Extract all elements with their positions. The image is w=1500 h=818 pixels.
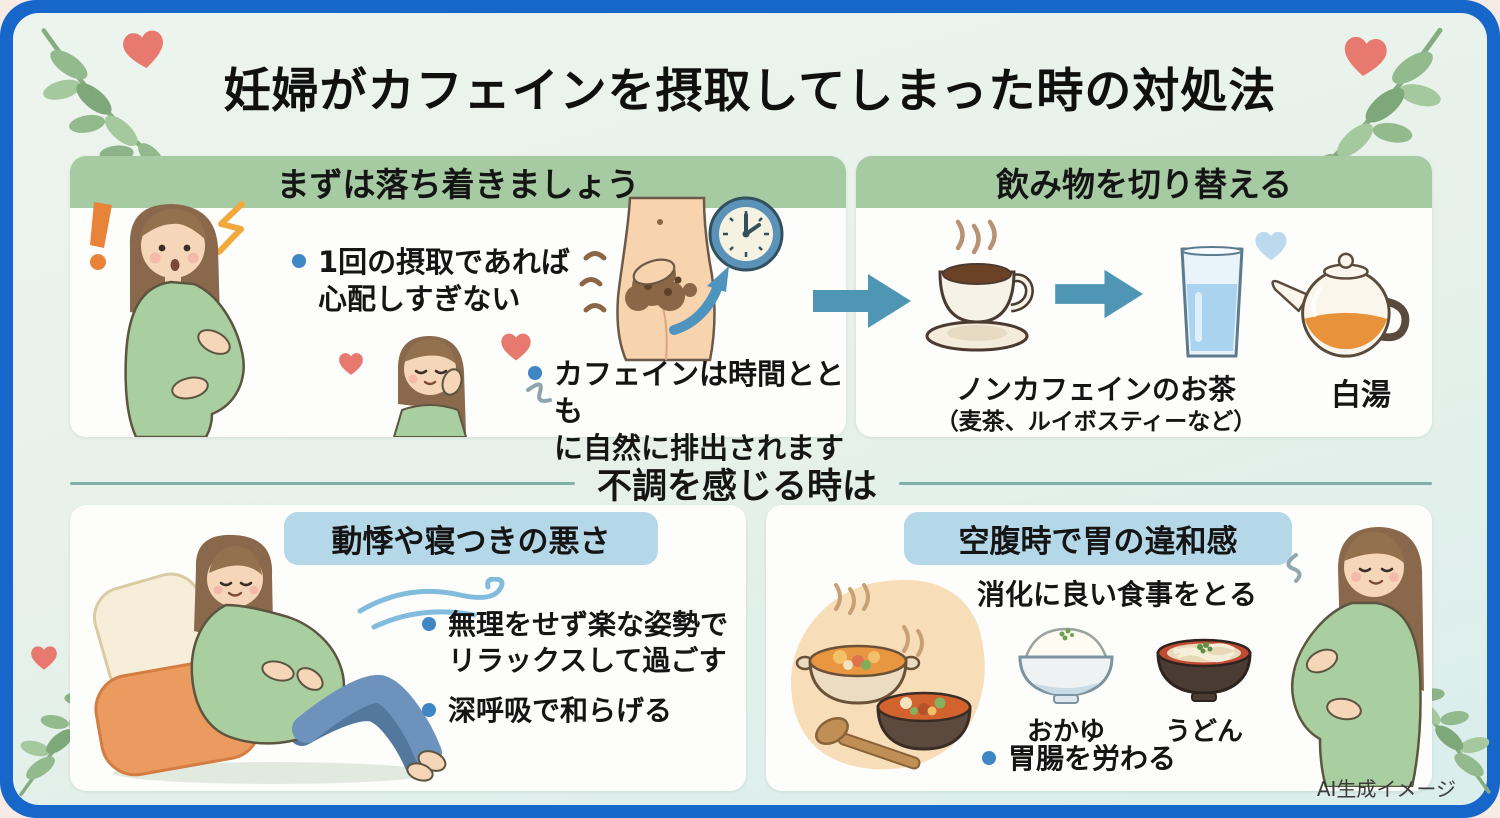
squiggle-icon xyxy=(579,251,607,313)
bullet-text: 深呼吸で和らげる xyxy=(448,694,673,727)
divider-line xyxy=(70,482,575,485)
hot-pot-meal-illustration xyxy=(791,579,985,770)
page-title: 妊婦がカフェインを摂取してしまった時の対処法 xyxy=(223,64,1277,119)
breath-puff-icon xyxy=(1286,553,1302,583)
bullet-dot-icon xyxy=(422,703,436,717)
hot-water-label: 白湯 xyxy=(1331,378,1391,413)
bullet-text: 無理をせず楽な姿勢で リラックスして過ごす xyxy=(448,608,729,677)
breath-puff-icon xyxy=(526,382,552,403)
digestion-subtitle: 消化に良い食事をとる xyxy=(976,578,1257,611)
bullet-text: 1回の摂取であれば 心配しすぎない xyxy=(318,245,570,317)
teapot-icon xyxy=(1271,252,1410,358)
bullet-dot-icon xyxy=(422,617,436,631)
bullet-item: 1回の摂取であれば 心配しすぎない xyxy=(292,244,612,318)
bullet-dot-icon xyxy=(982,751,996,765)
tea-note: （麦茶、ルイボスティーなど） xyxy=(935,409,1257,435)
udon-bowl-icon xyxy=(1156,638,1252,702)
pregnant-woman-side-illustration xyxy=(1286,527,1424,787)
divider: 不調を感じる時は xyxy=(70,458,1432,509)
ai-generated-note: AI生成イメージ xyxy=(1316,777,1456,801)
card-calm-down: まずは落ち着きましょう 1回の摂取であれば 心配しすぎない xyxy=(70,156,846,465)
food-label-udon: うどん xyxy=(1164,717,1243,747)
card-switch-drinks: 飲み物を切り替える xyxy=(856,156,1432,437)
section-header-stomach: 空腹時で胃の違和感 xyxy=(904,512,1292,565)
calm-woman-illustration xyxy=(332,324,552,437)
section-header-switch-drinks: 飲み物を切り替える xyxy=(856,156,1432,208)
bullet-dot-icon xyxy=(528,366,542,380)
heart-icon xyxy=(501,334,530,361)
bullet-item: 無理をせず楽な姿勢で リラックスして過ごす xyxy=(422,607,742,679)
section-header-palpitation: 動悸や寝つきの悪さ xyxy=(284,512,658,565)
bullet-dot-icon xyxy=(292,254,306,268)
bullet-text: 胃腸を労わる xyxy=(1008,742,1177,775)
curved-arrow-icon xyxy=(669,281,723,335)
leg-front xyxy=(292,674,442,767)
coffee-cup-icon xyxy=(925,219,1034,352)
bullet-item: 深呼吸で和らげる xyxy=(422,693,742,729)
rice-porridge-bowl-icon xyxy=(1018,627,1114,704)
divider-label: 不調を感じる時は xyxy=(597,467,878,507)
water-glass-icon xyxy=(1180,246,1244,358)
heart-icon xyxy=(339,353,363,375)
arrow-right-icon xyxy=(813,274,911,328)
tea-label: ノンカフェインのお茶 xyxy=(955,373,1236,406)
worried-pregnant-woman-illustration xyxy=(90,201,245,437)
caffeine-excretion-illustration xyxy=(579,196,784,362)
arrow-right-icon xyxy=(1055,269,1144,319)
section-header-calm-down: まずは落ち着きましょう xyxy=(70,156,846,208)
heart-icon xyxy=(30,645,58,671)
bullet-item: カフェインは時間ととも に自然に排出されます xyxy=(528,356,858,467)
bullet-text: カフェインは時間ととも に自然に排出されます xyxy=(554,357,845,466)
reclining-pregnant-woman-illustration xyxy=(93,534,447,784)
wind-swoosh-icon xyxy=(357,577,505,630)
card-palpitation: 動悸や寝つきの悪さ 無理をせず xyxy=(70,505,746,791)
card-stomach: 空腹時で胃の違和感 消化に良い食事をとる xyxy=(766,505,1432,791)
bullet-item: 胃腸を労わる xyxy=(982,741,1282,777)
food-label-okayu: おかゆ xyxy=(1026,717,1105,747)
clock-icon xyxy=(708,196,784,272)
surprise-mark-icon xyxy=(216,201,245,255)
divider-line xyxy=(899,482,1432,485)
